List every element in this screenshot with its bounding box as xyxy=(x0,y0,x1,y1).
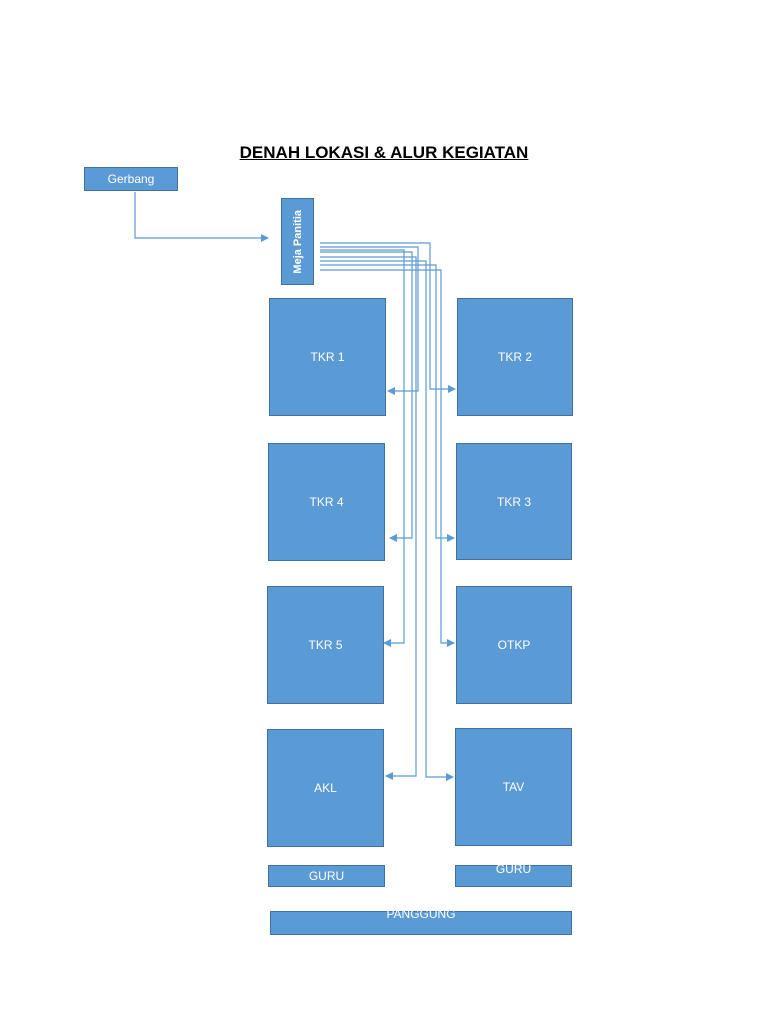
gate-label: Gerbang xyxy=(107,172,155,186)
committee-desk-box: Meja Panitia xyxy=(281,198,314,285)
room-tkr2: TKR 2 xyxy=(457,298,573,416)
stage-box: PANGGUNG xyxy=(270,907,572,935)
room-tkr3: TKR 3 xyxy=(456,443,572,560)
teacher-area-right-label: GURU xyxy=(495,862,532,876)
page-title: DENAH LOKASI & ALUR KEGIATAN xyxy=(239,143,529,162)
gate-box: Gerbang xyxy=(84,167,178,191)
room-tkr4: TKR 4 xyxy=(268,443,385,561)
room-tkr5-label: TKR 5 xyxy=(308,638,343,652)
room-akl: AKL xyxy=(267,729,384,847)
room-tkr3-label: TKR 3 xyxy=(496,494,531,509)
committee-desk-label: Meja Panitia xyxy=(291,209,304,274)
teacher-area-left-label: GURU xyxy=(308,869,345,883)
room-tkr1-label: TKR 1 xyxy=(310,350,345,364)
room-tav: TAV xyxy=(455,728,572,846)
teacher-area-right: GURU xyxy=(455,862,572,887)
stage-label: PANGGUNG xyxy=(386,907,456,921)
room-tav-label: TAV xyxy=(502,780,525,794)
room-otkp-label: OTKP xyxy=(497,638,531,652)
room-tkr5: TKR 5 xyxy=(267,586,384,704)
flow-gate-to-desk xyxy=(134,192,269,242)
teacher-area-left: GURU xyxy=(268,865,385,887)
room-akl-label: AKL xyxy=(314,781,337,795)
room-tkr4-label: TKR 4 xyxy=(309,495,344,509)
room-otkp: OTKP xyxy=(456,586,572,704)
room-tkr1: TKR 1 xyxy=(269,298,386,416)
room-tkr2-label: TKR 2 xyxy=(497,350,532,364)
